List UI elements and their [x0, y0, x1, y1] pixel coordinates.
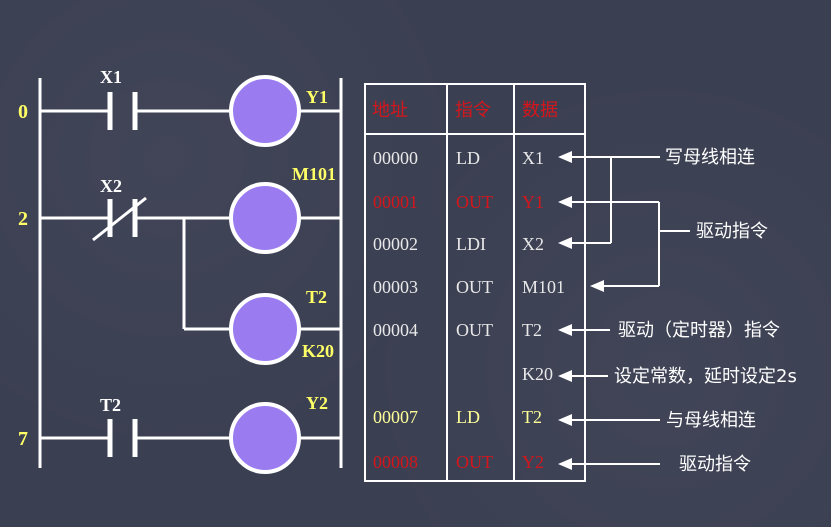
- arrow-head: [558, 370, 572, 382]
- coils: [229, 75, 301, 474]
- arrow-head: [558, 458, 572, 470]
- annotation-text: 驱动指令: [696, 221, 768, 242]
- arrow-heads: [558, 151, 604, 470]
- step-number: 2: [18, 208, 28, 230]
- table-cell-instruction: OUT: [456, 277, 493, 297]
- contact-t2: [107, 419, 138, 457]
- table-cell-address: 00002: [373, 234, 418, 254]
- step-number: 7: [18, 428, 28, 450]
- table-cell-data: M101: [522, 277, 565, 297]
- coil-label: Y2: [306, 393, 328, 413]
- table-header: 数据: [522, 100, 558, 121]
- table-cell-address: 00007: [373, 407, 418, 427]
- arrow-head: [558, 324, 572, 336]
- coil-y1: [229, 75, 301, 147]
- coil-t2: [229, 293, 301, 365]
- coil-y2: [229, 402, 301, 474]
- table-cell-data: Y1: [522, 192, 544, 212]
- annotation-text: 驱动（定时器）指令: [618, 320, 780, 341]
- table-cell-data: T2: [522, 320, 542, 340]
- table-header: 指令: [455, 100, 491, 121]
- table-cell-address: 00008: [373, 452, 418, 472]
- table-cell-address: 00001: [373, 192, 418, 212]
- table-header: 地址: [372, 100, 408, 121]
- step-number: 0: [18, 101, 28, 123]
- annotation-text: 与母线相连: [666, 410, 756, 431]
- table-cell-instruction: OUT: [456, 452, 493, 472]
- coil-label: M101: [292, 164, 336, 184]
- contact-label: T2: [100, 395, 121, 415]
- table-cell-instruction: LD: [456, 407, 480, 427]
- arrow-head: [558, 237, 572, 249]
- table-cell-data: X1: [522, 148, 544, 168]
- arrow-head: [558, 414, 572, 426]
- contact-x1: [107, 92, 138, 130]
- coil-m101: [229, 182, 301, 254]
- table-cell-data: T2: [522, 407, 542, 427]
- table-cell-data: Y2: [522, 452, 544, 472]
- table-cell-instruction: LDI: [456, 234, 486, 254]
- table-cell-address: 00003: [373, 277, 418, 297]
- instruction-table: [364, 83, 586, 482]
- annotation-connectors: [568, 156, 690, 465]
- table-cell-address: 00000: [373, 148, 418, 168]
- table-cell-data: X2: [522, 234, 544, 254]
- contact-label: X1: [100, 67, 122, 87]
- table-cell-address: 00004: [373, 320, 418, 340]
- annotation-text: 写母线相连: [665, 147, 755, 168]
- table-cell-instruction: LD: [456, 148, 480, 168]
- coil-setting: K20: [302, 341, 334, 361]
- contact-x2-normally-closed: [92, 196, 147, 242]
- coil-label: T2: [306, 287, 327, 307]
- coil-label: Y1: [306, 87, 328, 107]
- annotation-text: 驱动指令: [679, 454, 751, 475]
- table-cell-data: K20: [522, 364, 553, 384]
- arrow-head: [558, 196, 572, 208]
- contact-label: X2: [100, 176, 122, 196]
- arrow-head: [590, 280, 604, 292]
- arrow-head: [558, 151, 572, 163]
- table-cell-instruction: OUT: [456, 192, 493, 212]
- annotation-text: 设定常数，延时设定2s: [614, 366, 797, 387]
- ladder-wires: [38, 78, 343, 468]
- table-cell-instruction: OUT: [456, 320, 493, 340]
